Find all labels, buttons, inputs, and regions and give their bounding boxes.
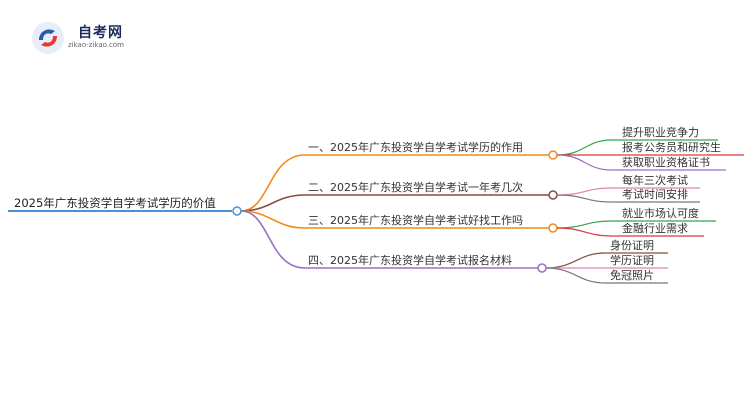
leaf-4-3[interactable]: 免冠照片 [610, 269, 654, 282]
logo-icon [32, 22, 64, 54]
root-topic[interactable]: 2025年广东投资学自学考试学历的价值 [14, 196, 216, 210]
branch-1-label[interactable]: 一、2025年广东投资学自学考试学历的作用 [308, 141, 523, 154]
leaf-3-2[interactable]: 金融行业需求 [622, 222, 688, 235]
edge-leaf-4-1 [545, 252, 606, 269]
edge-leaf-3-2 [556, 227, 613, 237]
edge-leaf-2-1 [556, 187, 613, 196]
edge-leaf-1-3 [556, 154, 613, 171]
branch-3-label[interactable]: 三、2025年广东投资学自学考试好找工作吗 [308, 214, 523, 227]
branch-3-node [548, 223, 558, 233]
root-node [232, 206, 242, 216]
branch-1-node [548, 150, 558, 160]
edge-leaf-1-1 [556, 139, 613, 156]
leaf-2-1[interactable]: 每年三次考试 [622, 174, 688, 187]
branch-2-label[interactable]: 二、2025年广东投资学自学考试一年考几次 [308, 181, 523, 194]
branch-4-node [537, 263, 547, 273]
branch-2-node [548, 190, 558, 200]
branch-4-label[interactable]: 四、2025年广东投资学自学考试报名材料 [308, 254, 512, 267]
leaf-4-2[interactable]: 学历证明 [610, 254, 654, 267]
site-url: zikao-zikao.com [68, 41, 124, 49]
edge-branch-3 [240, 210, 306, 229]
leaf-1-3[interactable]: 获取职业资格证书 [622, 156, 710, 169]
edge-leaf-2-2 [556, 194, 613, 203]
leaf-1-1[interactable]: 提升职业竞争力 [622, 126, 699, 139]
edge-branch-4 [240, 210, 306, 269]
site-title: 自考网 [78, 25, 123, 41]
edge-leaf-3-1 [556, 220, 613, 229]
leaf-3-1[interactable]: 就业市场认可度 [622, 207, 699, 220]
leaf-2-2[interactable]: 考试时间安排 [622, 188, 688, 201]
leaf-4-1[interactable]: 身份证明 [610, 239, 654, 252]
site-logo[interactable]: 自考网 zikao-zikao.com [30, 20, 150, 56]
leaf-1-2[interactable]: 报考公务员和研究生 [622, 141, 721, 154]
edge-branch-1 [240, 154, 306, 212]
edge-leaf-4-3 [545, 267, 606, 284]
edge-branch-2 [240, 194, 306, 212]
